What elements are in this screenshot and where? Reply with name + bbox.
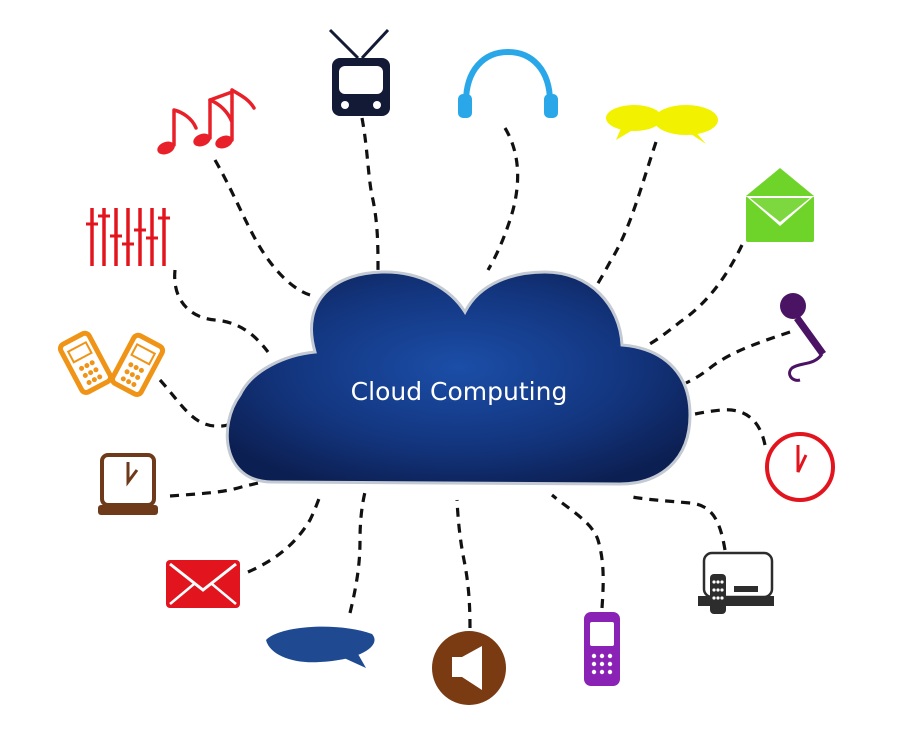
connector-speaker [455,499,472,629]
connector-mobile-phone [550,493,605,609]
connector-microphone [685,330,791,385]
desk-clock-icon [98,453,158,515]
connectors [158,117,791,629]
equalizer-icon [86,208,170,266]
connector-desk-clock [169,480,263,498]
envelope-icon [166,560,240,608]
connector-speech-bubble [348,491,367,614]
chat-bubbles-icon [606,105,718,144]
connector-clock [689,408,767,446]
headphones-icon [458,48,558,118]
desk-phone-icon [698,551,774,614]
cloud: Cloud Computing [225,270,692,486]
connector-headphones [486,127,520,271]
mobile-phone-icon [584,612,620,686]
tv-icon [328,28,390,116]
speech-bubble-icon [266,626,375,668]
connector-chat [590,141,658,294]
cloud-shape [225,270,692,486]
open-envelope-icon [746,168,814,242]
speaker-icon [432,631,506,705]
connector-tv [360,117,380,271]
connector-mail [247,495,322,574]
microphone-icon [780,293,826,382]
connector-open-mail [647,244,744,347]
connector-equalizer [173,269,270,353]
connector-desk-phone [631,495,727,551]
clock-icon [765,432,835,502]
cloud-label: Cloud Computing [351,377,568,406]
music-notes-icon [157,88,256,155]
two-phones-icon [57,330,166,397]
connector-two-phones [158,378,239,428]
connector-music [213,159,311,297]
